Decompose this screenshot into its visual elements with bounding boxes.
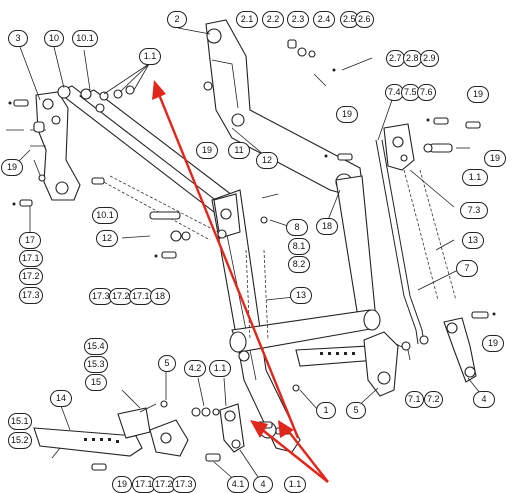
part-callout: 12	[256, 152, 278, 169]
part-callout: 7	[456, 260, 478, 277]
part-callout: 2	[167, 11, 187, 28]
part-callout: 17.2	[109, 288, 133, 305]
right-cylinder-7	[375, 139, 429, 345]
part-callout: 2.3	[287, 11, 309, 28]
red-arrows	[152, 80, 329, 483]
part-callout: 4	[473, 391, 495, 408]
part-callout: 15	[85, 374, 107, 391]
part-callout: 3	[8, 30, 28, 47]
right-linkage-4	[443, 311, 496, 383]
part-callout: 19	[196, 142, 218, 159]
part-callout: 14	[50, 390, 72, 407]
part-callout: 13	[462, 232, 484, 249]
part-callout: 2.1	[236, 11, 258, 28]
part-callout: 5	[346, 402, 366, 419]
part-callout: 1.1	[209, 360, 231, 377]
part-callout: 2.2	[262, 11, 284, 28]
part-callout: 2.7	[386, 50, 405, 67]
part-callout: 8	[286, 219, 308, 236]
part-callout: 1.1	[139, 48, 161, 65]
hidden-lines-13	[99, 169, 457, 341]
part-callout: 18	[316, 218, 338, 235]
part-callout: 15.1	[8, 413, 32, 430]
part-callout: 19	[112, 476, 132, 493]
part-callout: 4.2	[184, 360, 206, 377]
part-callout: 15.4	[84, 338, 108, 355]
part-callout: 8.1	[288, 238, 310, 255]
part-callout: 5	[158, 355, 176, 372]
part-callout: 8.2	[288, 256, 310, 273]
part-callout: 7.2	[424, 391, 443, 408]
part-callout: 19	[482, 335, 504, 352]
part-callout: 7.6	[417, 84, 436, 101]
part-callout: 19	[484, 150, 506, 167]
part-callout: 2.6	[355, 11, 374, 28]
main-frame-1	[211, 175, 381, 453]
part-callout: 19	[336, 106, 358, 123]
leader-lines	[11, 27, 485, 484]
lower-linkage-4	[205, 403, 245, 462]
part-callout: 10.1	[92, 207, 118, 224]
part-callout: 19	[1, 159, 23, 176]
part-callout: 17.3	[19, 287, 43, 304]
part-callout: 13	[290, 287, 312, 304]
part-callout: 7.1	[405, 391, 424, 408]
part-callout: 17	[19, 232, 41, 249]
part-callout: 17.3	[172, 476, 196, 493]
part-callout: 4	[253, 476, 273, 493]
part-callout: 17.3	[89, 288, 113, 305]
part-callout: 1.1	[462, 169, 488, 186]
right-bracket-5	[363, 331, 411, 397]
part-callout: 17.2	[19, 268, 43, 285]
left-pins	[6, 99, 45, 207]
part-callout: 2.8	[403, 50, 422, 67]
part-callout: 7.3	[460, 202, 488, 219]
bracket-11	[213, 193, 241, 239]
right-top-bracket	[383, 117, 481, 171]
part-callout: 10	[44, 30, 64, 47]
part-callout: 15.2	[8, 432, 32, 449]
part-callout: 1	[316, 402, 336, 419]
part-callout: 1.1	[284, 476, 306, 493]
part-callout: 4.1	[227, 476, 249, 493]
part-callout: 19	[467, 86, 489, 103]
parallel-arms-10	[56, 85, 234, 213]
part-callout: 17.1	[19, 250, 43, 267]
part-callout: 11	[228, 142, 250, 159]
part-callout: 2.9	[420, 50, 439, 67]
lower-tool-14	[33, 407, 151, 471]
left-bracket-3	[30, 91, 81, 201]
part-callout: 12	[96, 230, 118, 247]
lower-bracket-5	[139, 400, 189, 457]
part-callout: 10.1	[72, 30, 98, 47]
part-callout: 17.1	[129, 288, 153, 305]
part-callout: 18	[150, 288, 170, 305]
part-callout: 2.4	[313, 11, 335, 28]
part-callout: 15.3	[84, 356, 108, 373]
